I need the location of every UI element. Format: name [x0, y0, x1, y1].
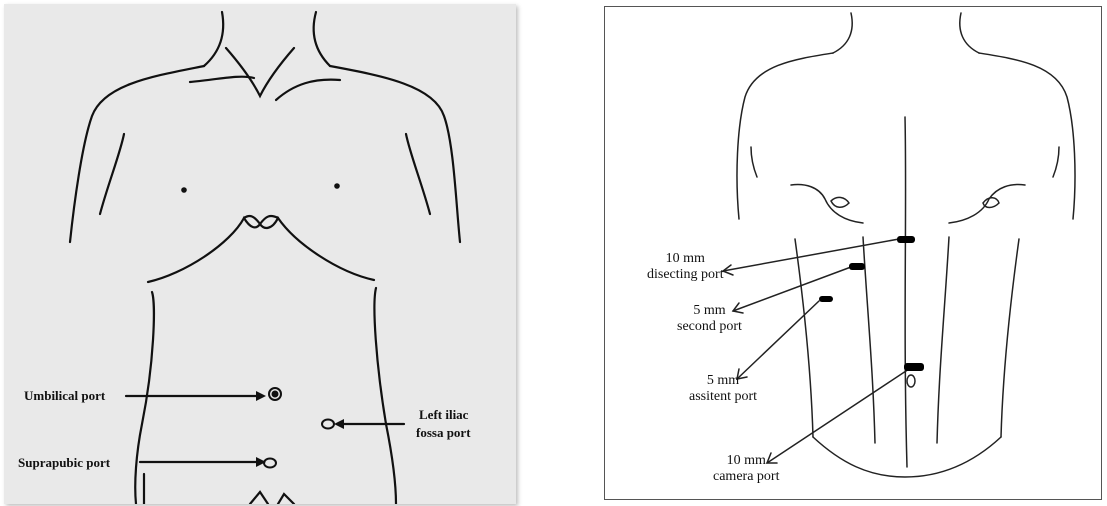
- groin-mark: [250, 492, 294, 504]
- r-camera-port-marker: [904, 363, 924, 371]
- assitent-port-label-line1: 5 mm: [689, 373, 757, 389]
- camera-port-label-line2: camera port: [713, 469, 779, 485]
- disecting-port-label-line2: disecting port: [647, 267, 724, 283]
- left-waist-line: [135, 292, 154, 504]
- assitent-port-label: 5 mm assitent port: [689, 373, 757, 405]
- r-neck-right: [960, 13, 979, 53]
- left-diagram-panel: Umbilical port Left iliac fossa port Sup…: [4, 4, 516, 504]
- suprapubic-port-marker: [264, 459, 276, 468]
- second-port-label-line1: 5 mm: [677, 303, 742, 319]
- r-camera-arrow: [767, 369, 909, 463]
- r-disecting-port-marker: [897, 236, 915, 243]
- r-navel: [907, 375, 915, 387]
- assitent-port-label-line2: assitent port: [689, 389, 757, 405]
- second-port-label-line2: second port: [677, 319, 742, 335]
- right-nipple: [334, 183, 340, 189]
- left-iliac-port-label-line1: Left iliac: [419, 407, 468, 423]
- suprapubic-port-label: Suprapubic port: [18, 455, 110, 471]
- r-left-armpit: [751, 147, 757, 177]
- r-left-shoulder: [737, 53, 833, 219]
- camera-port-label: 10 mm camera port: [713, 453, 779, 485]
- right-armpit: [406, 134, 430, 214]
- umbilical-port-label: Umbilical port: [24, 388, 105, 404]
- neck-left-line: [204, 12, 223, 66]
- left-iliac-arrowhead: [334, 419, 344, 429]
- r-right-nipple: [983, 198, 999, 208]
- r-right-flank: [1001, 239, 1019, 437]
- left-iliac-port-marker: [322, 420, 334, 429]
- r-second-port-marker: [849, 263, 865, 270]
- r-right-pec: [949, 185, 1025, 223]
- disecting-port-label: 10 mm disecting port: [647, 251, 724, 283]
- r-second-arrow: [733, 267, 851, 311]
- umbilical-arrowhead: [256, 391, 266, 401]
- umbilical-port-center: [273, 392, 278, 397]
- disecting-port-label-line1: 10 mm: [647, 251, 724, 267]
- right-shoulder-line: [330, 66, 460, 242]
- second-port-label: 5 mm second port: [677, 303, 742, 335]
- rib-margin: [148, 218, 374, 282]
- right-diagram-panel: 10 mm disecting port 5 mm second port 5 …: [604, 6, 1102, 500]
- left-iliac-port-label-line2: fossa port: [416, 425, 471, 441]
- neck-right-line: [314, 12, 330, 66]
- left-shoulder-line: [70, 66, 204, 242]
- r-left-nipple: [831, 197, 849, 207]
- sternal-notch: [226, 48, 294, 96]
- r-right-armpit: [1053, 147, 1059, 177]
- left-clavicle: [190, 77, 254, 82]
- r-right-rectus: [937, 237, 949, 443]
- r-assitent-port-marker: [819, 296, 833, 302]
- r-left-flank: [795, 239, 813, 437]
- xiphoid: [244, 216, 278, 224]
- left-armpit: [100, 134, 124, 214]
- r-left-pec: [791, 185, 863, 223]
- right-waist-line: [374, 288, 396, 504]
- right-clavicle: [276, 80, 340, 100]
- camera-port-label-line1: 10 mm: [713, 453, 779, 469]
- left-nipple: [181, 187, 187, 193]
- r-linea-alba: [905, 117, 907, 467]
- r-disecting-arrow: [723, 239, 899, 271]
- r-neck-left: [833, 13, 852, 53]
